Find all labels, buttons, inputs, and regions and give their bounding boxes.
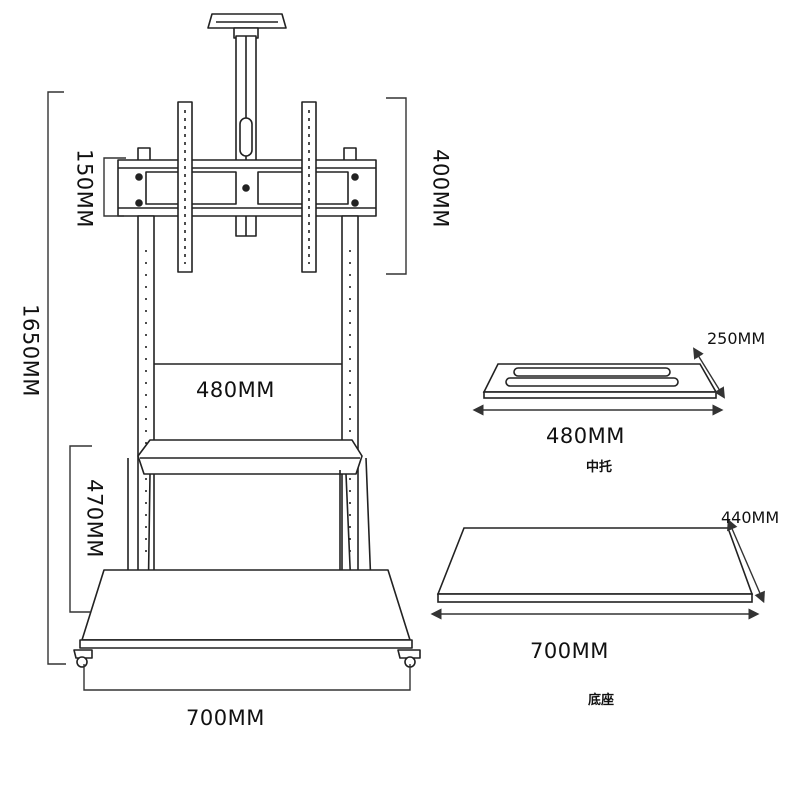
bracket-height-dimension — [103, 157, 126, 217]
middle-tray-width-label: 480MM — [546, 424, 625, 448]
stand-shelf — [127, 439, 373, 613]
middle-tray-depth-arrow — [693, 347, 725, 399]
base-detail-width-label: 700MM — [530, 639, 609, 663]
shelf-height-label: 470MM — [82, 479, 107, 558]
height-label: 1650MM — [18, 304, 43, 397]
wheel-left — [73, 649, 93, 668]
middle-tray-detail — [482, 363, 718, 399]
bracket-span-dimension — [386, 97, 407, 275]
column-gap-label: 480MM — [196, 378, 275, 402]
hanging-arm-right — [301, 101, 317, 273]
base-width-label: 700MM — [186, 706, 265, 730]
middle-tray-depth-label: 250MM — [707, 329, 766, 348]
base-width-dimension — [83, 664, 411, 691]
base-name: 底座 — [588, 693, 615, 708]
bracket-span-label: 400MM — [428, 149, 453, 228]
base-detail — [436, 527, 754, 603]
hanging-arm-left — [177, 101, 193, 273]
middle-tray-name: 中托 — [586, 460, 613, 475]
top-mount — [207, 13, 287, 39]
base-depth-arrow — [727, 518, 765, 604]
shelf-height-dimension — [69, 445, 92, 613]
bracket-height-label: 150MM — [72, 149, 97, 228]
base-depth-label: 440MM — [721, 508, 780, 527]
stand-base — [79, 569, 413, 649]
vesa-plate — [117, 147, 377, 217]
height-dimension — [47, 91, 66, 665]
wheel-right — [397, 649, 421, 668]
